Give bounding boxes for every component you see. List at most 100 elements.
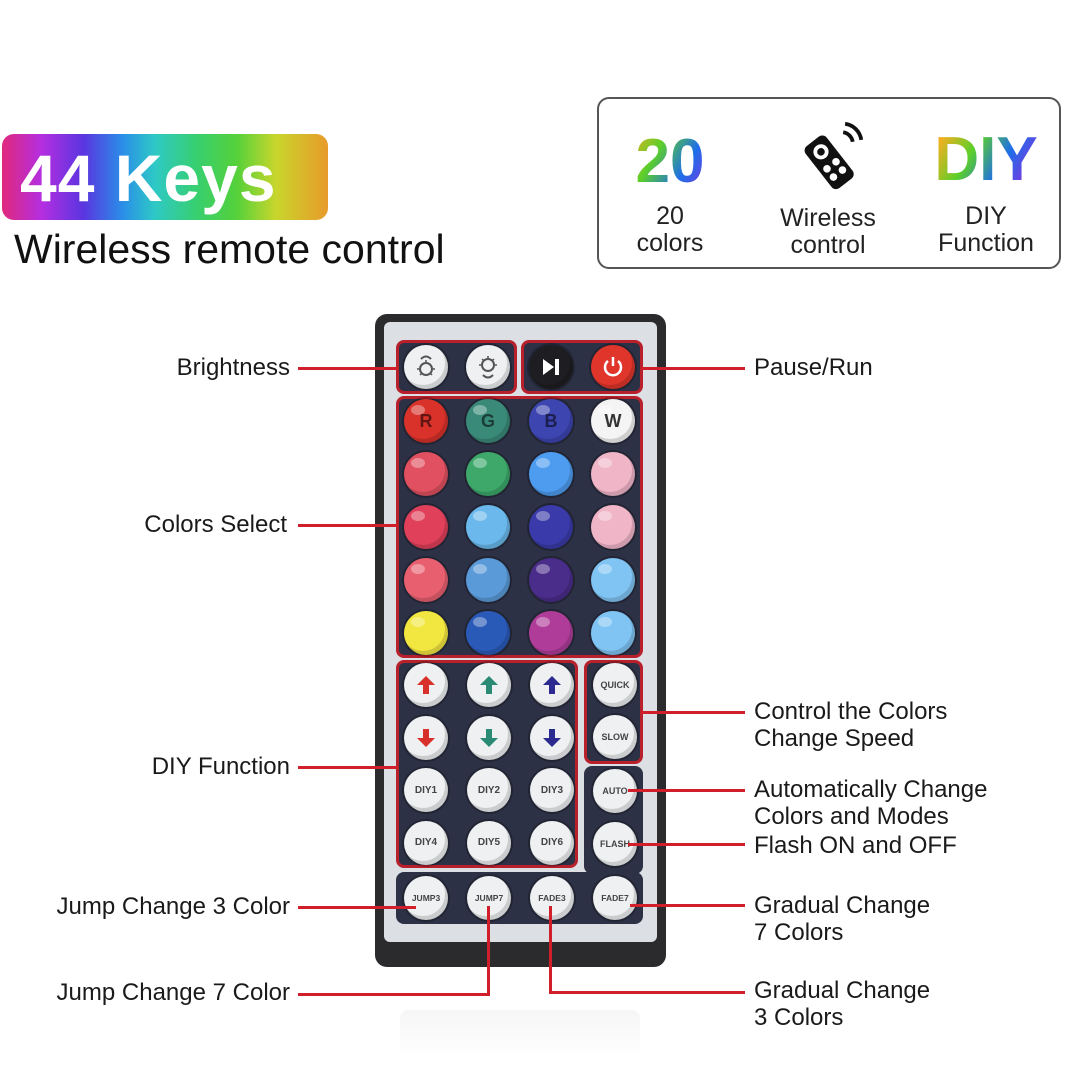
brightness-up-button[interactable] — [404, 345, 448, 389]
arrow-down-icon — [480, 728, 498, 747]
flash-button[interactable]: FLASH — [593, 822, 637, 866]
diy-button[interactable]: DIY4 — [404, 820, 448, 865]
jump7-callout-line — [298, 993, 489, 996]
diy-button[interactable]: DIY2 — [467, 768, 511, 812]
color-button[interactable] — [529, 505, 573, 549]
feature-label-line1: DIY — [965, 202, 1007, 230]
feature-box: 20 20 colors Wireless control D — [597, 97, 1061, 269]
button-shine — [536, 405, 550, 415]
color-button[interactable] — [591, 505, 635, 549]
color-button[interactable] — [466, 558, 510, 602]
button-shine — [473, 511, 487, 521]
color-button[interactable]: G — [466, 399, 510, 443]
jump3-label: Jump Change 3 Color — [56, 893, 290, 920]
button-shine — [598, 458, 612, 468]
flash-label: Flash ON and OFF — [754, 832, 957, 859]
speed-callout-line — [641, 711, 745, 714]
color-button-label: W — [604, 410, 622, 431]
decrease-button[interactable] — [467, 715, 511, 760]
colors-select-label: Colors Select — [144, 511, 287, 538]
button-shine — [411, 564, 425, 574]
jump3-button[interactable]: JUMP3 — [404, 876, 448, 920]
diy-callout-line — [298, 766, 398, 769]
brightness-label: Brightness — [176, 354, 290, 381]
jump3-callout-line — [298, 906, 416, 909]
diy-button[interactable]: DIY5 — [467, 820, 511, 865]
speed-label-line1: Control the Colors — [754, 698, 948, 725]
remote-reflection — [400, 1010, 640, 1060]
fade7-callout-line — [630, 904, 745, 907]
color-button-label: G — [480, 410, 495, 431]
remote-control-icon — [753, 117, 903, 197]
colors-callout-line — [298, 524, 398, 527]
quick-button[interactable]: QUICK — [593, 663, 637, 707]
auto-label-line1: Automatically Change — [754, 776, 988, 803]
fade7-label-line1: Gradual Change — [754, 892, 931, 919]
feature-label-line2: colors — [636, 229, 704, 257]
feature-label-line2: control — [790, 231, 866, 259]
diy-button[interactable]: DIY6 — [530, 820, 574, 865]
fade3-label-line2: 3 Colors — [754, 1004, 844, 1031]
fade3-callout-vline — [549, 906, 552, 994]
decrease-button[interactable] — [404, 715, 448, 760]
color-button[interactable] — [591, 452, 635, 496]
feature-20-colors: 20 20 colors — [595, 99, 745, 257]
slow-button[interactable]: SLOW — [593, 715, 637, 759]
button-shine — [536, 617, 550, 627]
color-button[interactable]: R — [404, 399, 448, 443]
auto-callout-line — [628, 789, 745, 792]
feature-wireless-control: Wireless control — [753, 99, 903, 259]
fade7-button[interactable]: FADE7 — [593, 876, 637, 920]
feature-label-line1: 20 — [656, 202, 684, 230]
button-shine — [411, 458, 425, 468]
color-button[interactable] — [404, 611, 448, 655]
flash-callout-line — [628, 843, 745, 846]
arrow-down-icon — [543, 728, 561, 747]
color-button[interactable] — [466, 452, 510, 496]
arrow-up-icon — [480, 676, 498, 694]
fade3-button[interactable]: FADE3 — [530, 876, 574, 920]
button-shine — [411, 511, 425, 521]
color-button[interactable] — [466, 611, 510, 655]
button-shine — [536, 564, 550, 574]
color-button[interactable] — [404, 452, 448, 496]
brightness-callout-line — [298, 367, 398, 370]
color-button[interactable] — [529, 558, 573, 602]
button-shine — [473, 405, 487, 415]
arrow-up-icon — [543, 676, 561, 694]
brightness-down-button[interactable] — [466, 345, 510, 389]
increase-button[interactable] — [530, 663, 574, 707]
play-pause-button[interactable] — [529, 345, 573, 389]
increase-button[interactable] — [467, 663, 511, 707]
color-button[interactable] — [404, 558, 448, 602]
button-shine — [536, 458, 550, 468]
color-button[interactable]: W — [591, 399, 635, 443]
arrow-down-icon — [417, 728, 435, 747]
fade3-callout-line — [549, 991, 745, 994]
color-button[interactable] — [591, 611, 635, 655]
button-shine — [473, 617, 487, 627]
color-button[interactable] — [529, 452, 573, 496]
increase-button[interactable] — [404, 663, 448, 707]
color-button[interactable] — [591, 558, 635, 602]
color-button[interactable]: B — [529, 399, 573, 443]
play-pause-icon — [543, 359, 559, 375]
button-shine — [598, 564, 612, 574]
decrease-button[interactable] — [530, 715, 574, 760]
diy-function-label: DIY Function — [151, 753, 290, 780]
color-button-label: R — [419, 410, 433, 431]
brightness-up-icon — [417, 355, 435, 376]
power-button[interactable] — [591, 345, 635, 389]
diy-button[interactable]: DIY3 — [530, 768, 574, 812]
brightness-down-icon — [479, 356, 497, 379]
diy-button[interactable]: DIY1 — [404, 768, 448, 812]
fade7-label-line2: 7 Colors — [754, 919, 844, 946]
button-shine — [598, 617, 612, 627]
button-shine — [598, 511, 612, 521]
feature-diy-function: DIY DIY Function — [911, 99, 1061, 257]
feature-label-line2: Function — [938, 229, 1034, 257]
color-button[interactable] — [529, 611, 573, 655]
button-shine — [411, 405, 425, 415]
color-button[interactable] — [466, 505, 510, 549]
color-button[interactable] — [404, 505, 448, 549]
